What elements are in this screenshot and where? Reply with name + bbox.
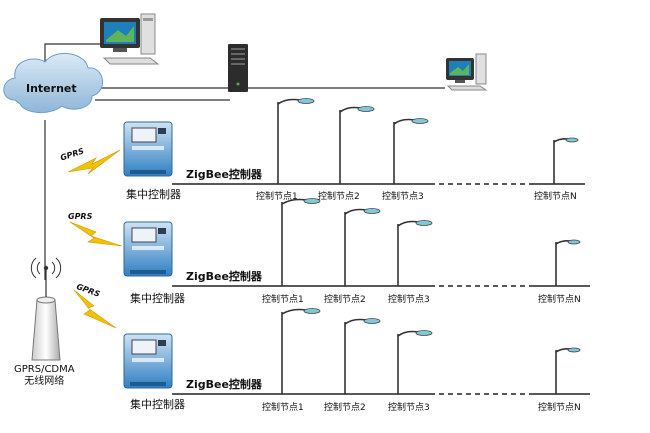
workstation-right — [446, 53, 488, 91]
node-label-r2-3: 控制节点3 — [388, 295, 430, 305]
lamp-r2-3 — [397, 220, 433, 286]
gprs-bolt-1 — [67, 149, 121, 175]
gprs-bolt-3 — [73, 289, 117, 329]
lamp-r1-1 — [277, 98, 315, 184]
internet-cloud — [3, 53, 103, 113]
gprs-bolts — [67, 149, 123, 329]
node-label-r3-2: 控制节点2 — [324, 403, 366, 413]
street-lamps — [277, 98, 581, 394]
concentrator-label-1: 集中控制器 — [126, 188, 181, 201]
node-label-r3-3: 控制节点3 — [388, 403, 430, 413]
lamp-r2-n — [555, 239, 581, 286]
node-label-r2-1: 控制节点1 — [262, 295, 304, 305]
lamp-r3-2 — [344, 318, 381, 394]
zigbee-label-2: ZigBee控制器 — [186, 270, 262, 283]
lamp-r2-2 — [344, 208, 381, 286]
bus-lines — [172, 183, 590, 395]
concentrator-1 — [123, 121, 173, 177]
zigbee-label-1: ZigBee控制器 — [186, 168, 262, 181]
node-label-r2-2: 控制节点2 — [324, 295, 366, 305]
node-label-r1-2: 控制节点2 — [318, 192, 360, 202]
tower-label: GPRS/CDMA 无线网络 — [14, 364, 75, 388]
node-label-r3-1: 控制节点1 — [262, 403, 304, 413]
tower-label-line1: GPRS/CDMA — [14, 364, 75, 375]
lamp-r1-n — [553, 137, 579, 184]
node-label-r3-n: 控制节点N — [538, 403, 581, 413]
node-label-r2-n: 控制节点N — [538, 295, 581, 305]
lamp-r3-1 — [281, 308, 321, 394]
gprs-tower — [30, 257, 62, 361]
lamp-r2-1 — [281, 198, 321, 286]
lamp-r1-3 — [393, 118, 429, 184]
zigbee-label-3: ZigBee控制器 — [186, 378, 262, 391]
concentrator-3 — [123, 333, 173, 389]
concentrator-label-2: 集中控制器 — [130, 292, 185, 305]
node-label-r1-n: 控制节点N — [534, 192, 577, 202]
lamp-r3-n — [555, 347, 581, 394]
node-label-r1-1: 控制节点1 — [256, 192, 298, 202]
gprs-bolt-2 — [69, 221, 123, 247]
concentrator-2 — [123, 221, 173, 277]
server — [228, 44, 248, 92]
lamp-r1-2 — [339, 106, 375, 184]
tower-label-line2: 无线网络 — [24, 376, 65, 387]
internet-label: Internet — [26, 82, 77, 95]
gprs-label-2: GPRS — [68, 212, 93, 221]
concentrator-label-3: 集中控制器 — [130, 398, 185, 411]
workstation-top — [100, 13, 160, 65]
lamp-r3-3 — [397, 330, 433, 394]
node-label-r1-3: 控制节点3 — [382, 192, 424, 202]
